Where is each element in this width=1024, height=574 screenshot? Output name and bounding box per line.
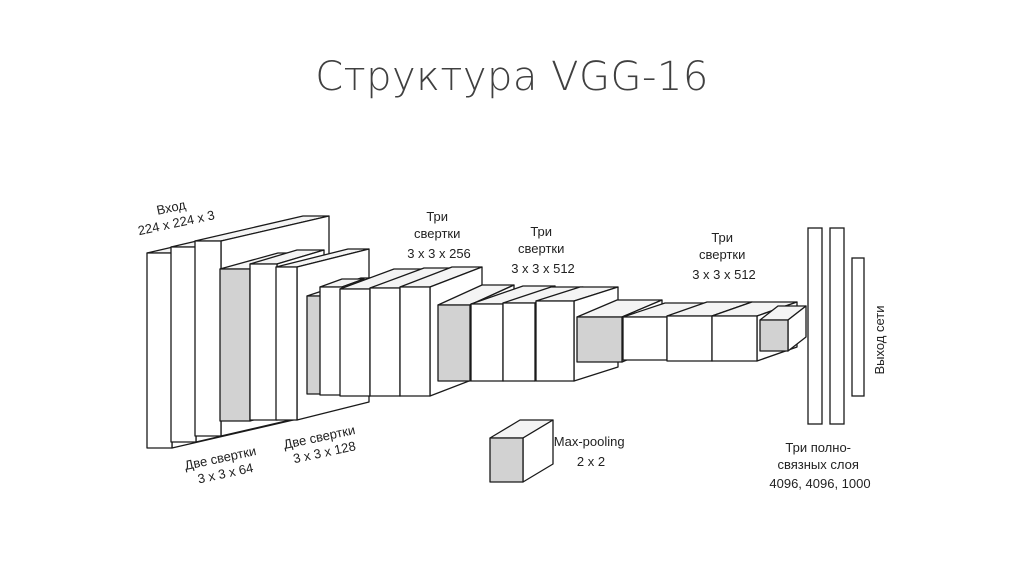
conv5-label-line-3: 3 x 3 x 512 (692, 267, 756, 282)
conv2-label: Две свертки 3 x 3 x 128 (282, 421, 363, 467)
conv5-layer-b-front (666, 315, 713, 362)
conv4-label-line-3: 3 x 3 x 512 (511, 261, 575, 276)
pool4-layer-front (576, 316, 623, 363)
conv4-label: Три свертки 3 x 3 x 512 (511, 224, 575, 276)
conv5-label-line-1: Три (711, 230, 733, 245)
conv4-layer-c-front (535, 300, 575, 382)
output-label: Выход сети (872, 305, 887, 374)
maxpool-legend-block-front (489, 437, 524, 483)
conv4-layer-a-front (470, 303, 504, 382)
output-layer (851, 257, 865, 397)
maxpool-legend-label: Max-pooling 2 x 2 (554, 434, 628, 469)
conv3-label-line-3: 3 x 3 x 256 (407, 246, 471, 261)
conv3-layer-c-front (399, 286, 431, 397)
conv3-label-line-2: свертки (414, 226, 460, 241)
slide-title: Структура VGG-16 (315, 54, 709, 100)
conv5-label: Три свертки 3 x 3 x 512 (692, 230, 756, 282)
conv5-layer-a-front (622, 316, 668, 361)
legend-label-line-2: 2 x 2 (577, 454, 605, 469)
pool3-layer-front (437, 304, 471, 382)
input-label-line-1: Вход (155, 197, 187, 218)
conv1-layer-b-front (194, 240, 222, 437)
input-layer-front (146, 252, 173, 449)
conv5-label-line-2: свертки (699, 247, 745, 262)
conv1-layer-a-front (170, 246, 197, 443)
fc-layer-2 (829, 227, 845, 425)
fc-label-line-1: Три полно- (785, 440, 851, 455)
fc-label: Три полно- связных слоя 4096, 4096, 1000 (769, 440, 870, 491)
conv1-label: Две свертки 3 x 3 x 64 (183, 442, 264, 488)
pool1-layer-front (219, 268, 251, 422)
fc-layer-1 (807, 227, 823, 425)
conv4-layer-b-front (502, 302, 536, 382)
conv5-layer-c-front (711, 315, 758, 362)
fc-label-line-3: 4096, 4096, 1000 (769, 476, 870, 491)
conv4-label-line-2: свертки (518, 241, 564, 256)
conv2-layer-a-front (249, 263, 278, 421)
conv2-layer-b-front (275, 266, 298, 421)
conv3-gap-front (319, 286, 343, 396)
conv3-layer-b-front (369, 287, 401, 397)
conv3-layer-a-front (339, 288, 371, 397)
legend-label-line-1: Max-pooling (554, 434, 625, 449)
layer-blocks (146, 215, 865, 483)
pool2-layer-front (306, 295, 322, 395)
conv4-label-line-1: Три (530, 224, 552, 239)
conv3-label-line-1: Три (426, 209, 448, 224)
conv3-label: Три свертки 3 x 3 x 256 (407, 209, 471, 261)
input-label: Вход 224 x 224 x 3 (133, 192, 216, 239)
pool5-layer-front (759, 319, 789, 352)
fc-label-line-2: связных слоя (777, 457, 858, 472)
